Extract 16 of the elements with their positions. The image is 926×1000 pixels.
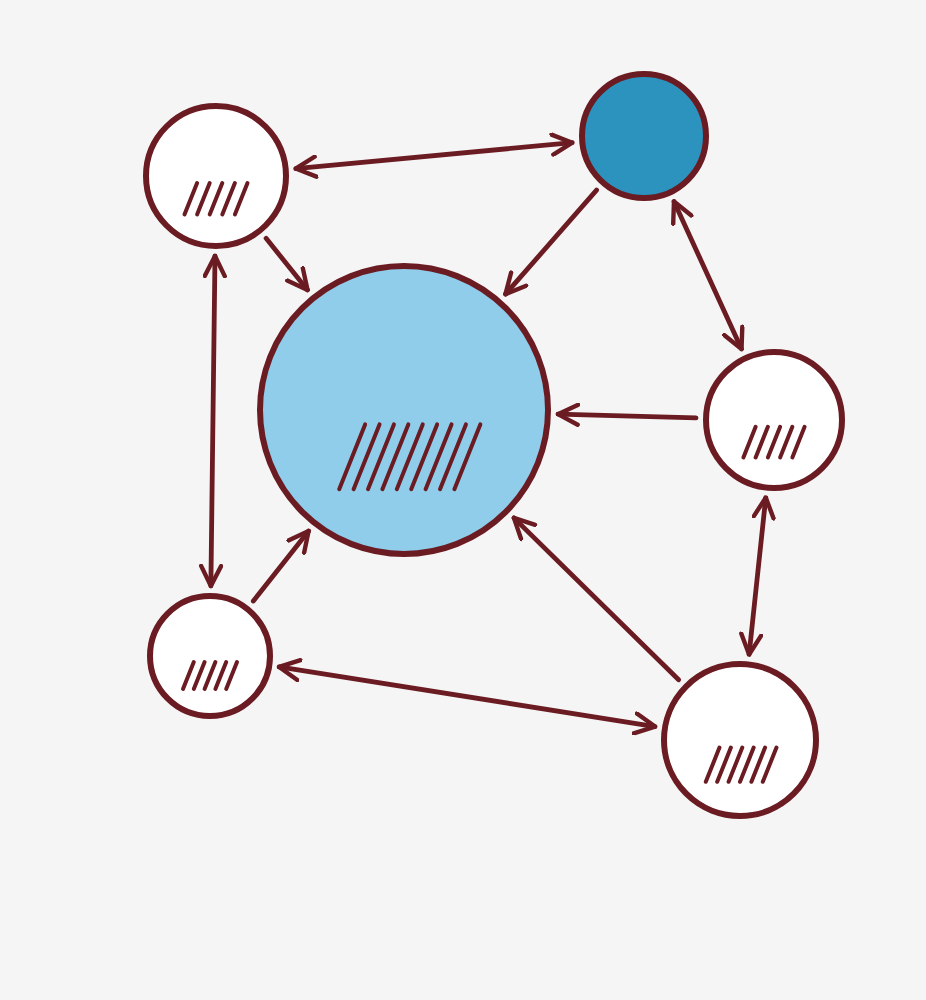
arrow <box>555 402 699 427</box>
circle-node <box>140 100 292 252</box>
arrow <box>739 495 776 657</box>
arrow <box>671 199 745 352</box>
arrow <box>250 528 312 604</box>
arrow <box>293 132 575 179</box>
circle-node <box>700 346 848 494</box>
circle-node <box>658 658 822 822</box>
circle-node <box>144 590 276 722</box>
circle-node <box>254 260 554 560</box>
arrow <box>198 253 227 589</box>
arrow <box>503 187 599 297</box>
circle-node <box>576 68 712 204</box>
arrow <box>276 658 658 736</box>
arrow <box>511 515 682 683</box>
arrow <box>263 235 310 293</box>
